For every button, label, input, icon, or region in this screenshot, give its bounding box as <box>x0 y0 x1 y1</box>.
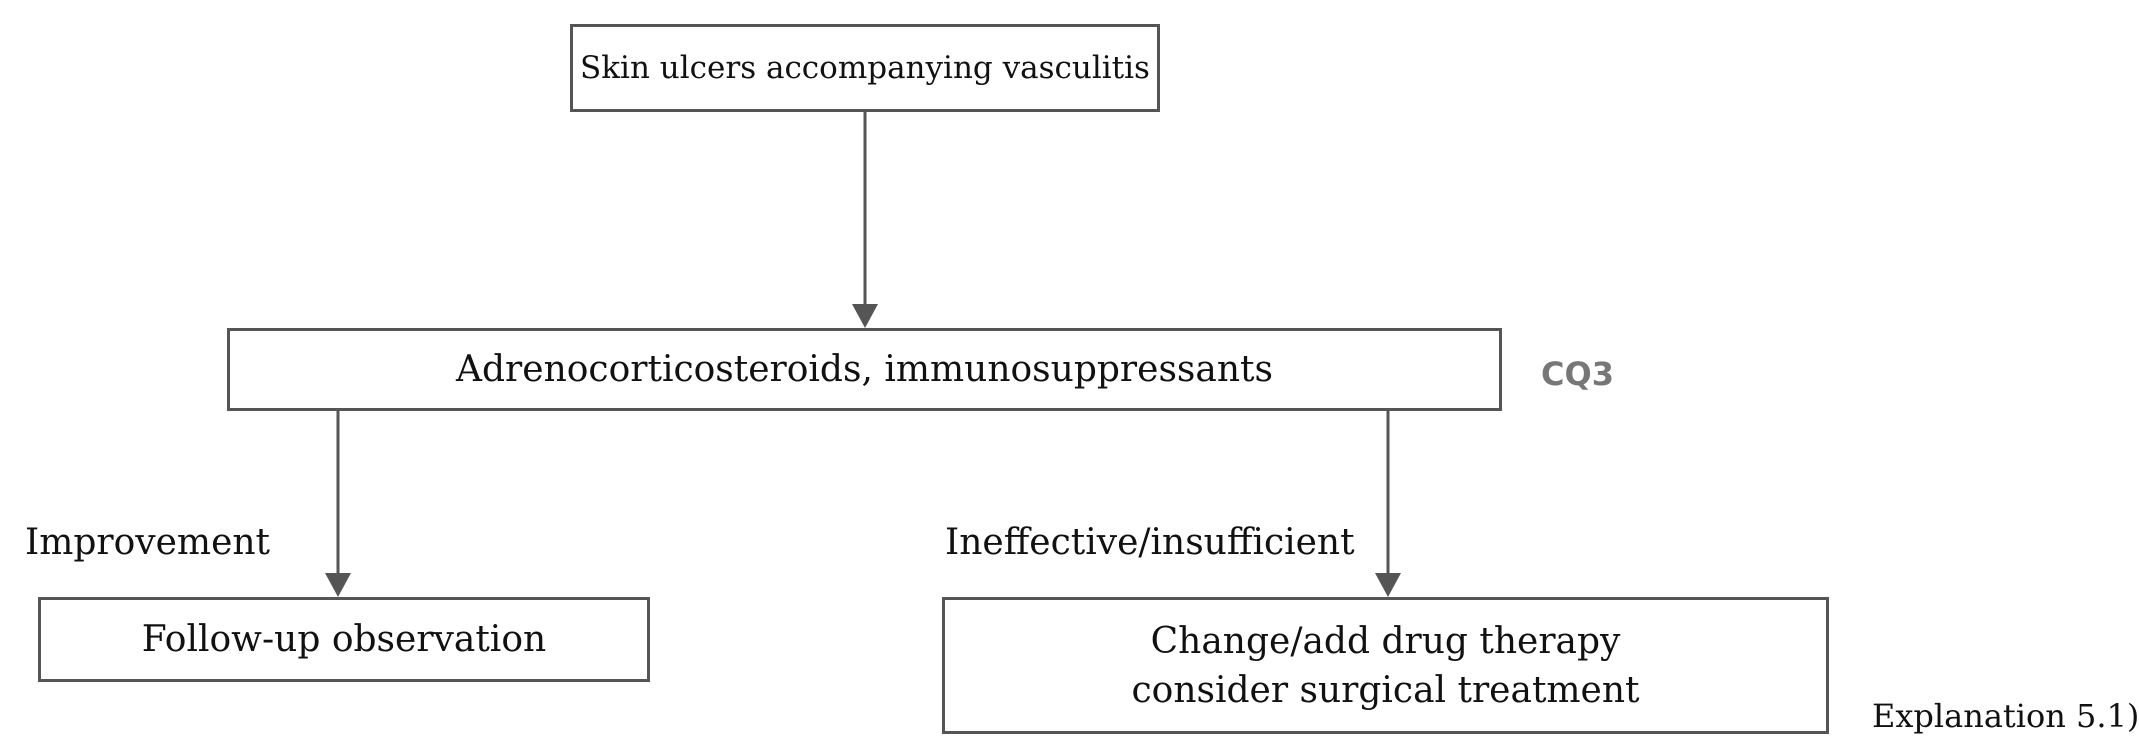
node-change-therapy: Change/add drug therapy consider surgica… <box>942 597 1829 734</box>
node-follow-up-label: Follow-up observation <box>141 619 547 660</box>
edge-label-improvement: Improvement <box>25 522 271 563</box>
edge-steroids-to-change-therapy <box>1375 411 1401 597</box>
node-follow-up: Follow-up observation <box>38 597 650 682</box>
node-skin-ulcers-label: Skin ulcers accompanying vasculitis <box>580 50 1150 86</box>
edge-label-ineffective: Ineffective/insufficient <box>945 522 1355 563</box>
edge-steroids-to-followup <box>325 411 351 597</box>
cq-label: CQ3 <box>1541 355 1614 393</box>
node-change-therapy-text: Change/add drug therapy consider surgica… <box>1131 621 1639 711</box>
node-skin-ulcers: Skin ulcers accompanying vasculitis <box>570 24 1160 112</box>
node-steroids: Adrenocorticosteroids, immunosuppressant… <box>227 328 1502 411</box>
node-change-therapy-line2: consider surgical treatment <box>1131 669 1640 711</box>
edge-skin-to-steroids <box>852 112 878 328</box>
node-steroids-label: Adrenocorticosteroids, immunosuppressant… <box>456 349 1273 390</box>
node-change-therapy-line1: Change/add drug therapy <box>1150 620 1621 662</box>
explanation-label: Explanation 5.1) <box>1872 697 2139 735</box>
